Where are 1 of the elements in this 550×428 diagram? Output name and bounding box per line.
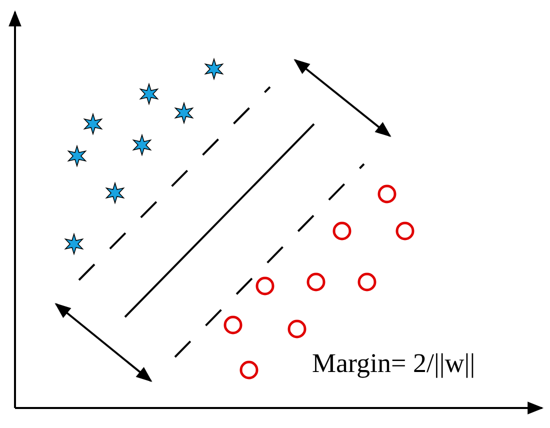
margin-formula: Margin= 2/||w|| bbox=[312, 350, 476, 377]
